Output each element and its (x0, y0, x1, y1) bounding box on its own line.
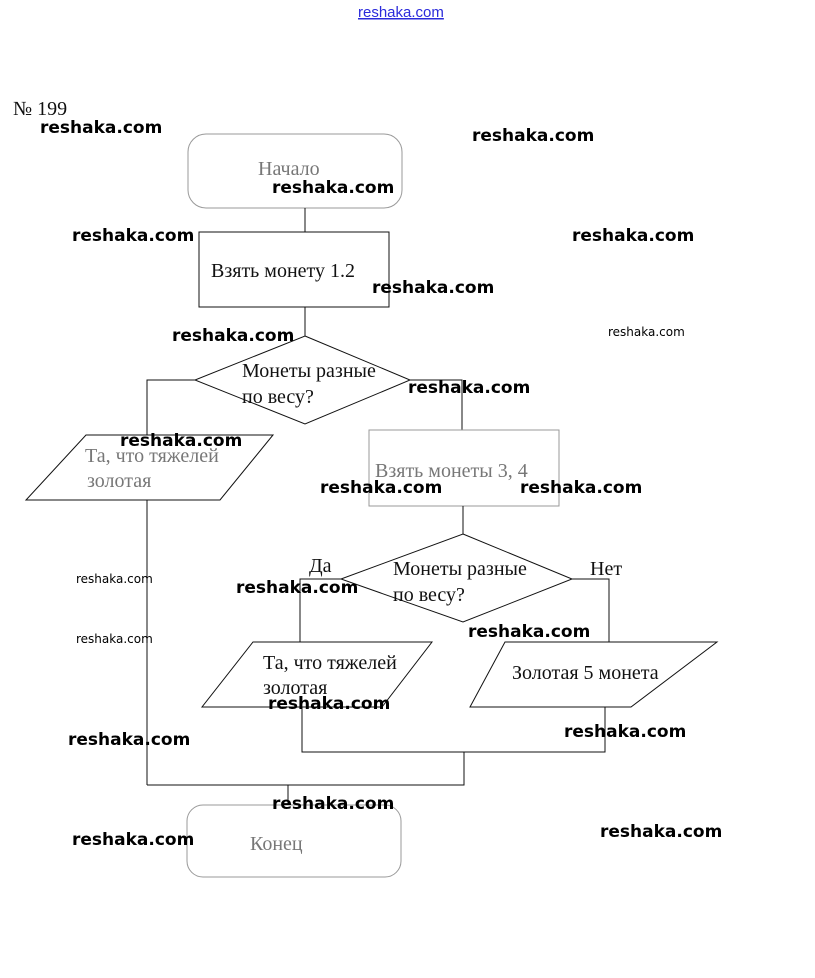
watermark: reshaka.com (72, 830, 194, 850)
start-label: Начало (258, 158, 320, 180)
watermark: reshaka.com (76, 572, 153, 586)
connector (146, 379, 195, 435)
watermark: reshaka.com (408, 378, 530, 398)
watermark: reshaka.com (72, 226, 194, 246)
watermark: reshaka.com (76, 632, 153, 646)
watermark: reshaka.com (600, 822, 722, 842)
problem-number: № 199 (13, 98, 67, 120)
connector (301, 707, 606, 753)
watermarks: reshaka.com reshaka.com reshaka.com resh… (40, 118, 722, 850)
no-label: Нет (590, 558, 622, 580)
watermark: reshaka.com (520, 478, 642, 498)
output-3-label: Золотая 5 монета (512, 662, 659, 684)
process-take-coins-1-2 (198, 231, 390, 308)
watermark: reshaka.com (272, 178, 394, 198)
watermark: reshaka.com (572, 226, 694, 246)
output-1-line1: Та, что тяжелей (85, 445, 219, 467)
watermark: reshaka.com (468, 622, 590, 642)
watermark: reshaka.com (472, 126, 594, 146)
output-2 (200, 641, 434, 708)
process-take-coins-3-4 (368, 429, 560, 507)
decision-1-line2: по весу? (242, 386, 314, 408)
yes-label: Да (309, 555, 332, 577)
end-label: Конец (250, 833, 303, 855)
start-terminator (187, 133, 403, 209)
connector (299, 578, 341, 642)
decision-2 (339, 533, 574, 623)
output-1-line2: золотая (87, 470, 151, 492)
watermark: reshaka.com (236, 578, 358, 598)
output-2-line1: Та, что тяжелей (263, 652, 397, 674)
output-3 (469, 641, 719, 708)
decision-2-line2: по весу? (393, 584, 465, 606)
watermark: reshaka.com (268, 694, 390, 714)
watermark: reshaka.com (68, 730, 190, 750)
watermark: reshaka.com (272, 794, 394, 814)
header-link[interactable]: reshaka.com (358, 4, 444, 21)
watermark: reshaka.com (320, 478, 442, 498)
decision-1-line1: Монеты разные (242, 360, 376, 382)
watermark: reshaka.com (608, 325, 685, 339)
watermark: reshaka.com (40, 118, 162, 138)
watermark: reshaka.com (372, 278, 494, 298)
output-2-line2: золотая (263, 677, 327, 699)
output-1 (24, 434, 275, 501)
decision-1 (193, 335, 412, 425)
decision-2-line1: Монеты разные (393, 558, 527, 580)
watermark: reshaka.com (172, 326, 294, 346)
connector (147, 752, 465, 786)
watermark: reshaka.com (120, 431, 242, 451)
connector (572, 578, 610, 642)
connector (410, 379, 463, 430)
end-terminator (186, 804, 402, 878)
process-label: Взять монету 1.2 (211, 260, 355, 282)
watermark: reshaka.com (564, 722, 686, 742)
process-label: Взять монеты 3, 4 (375, 460, 528, 482)
